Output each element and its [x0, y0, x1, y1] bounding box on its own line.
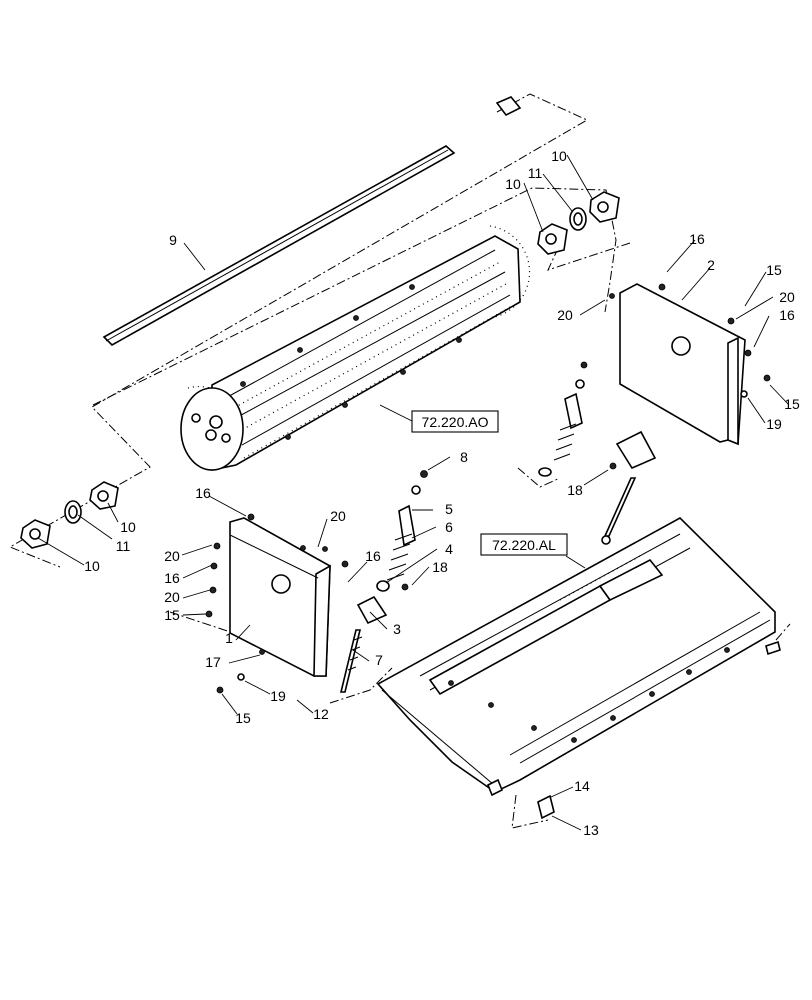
- side-plate-right: [609, 283, 771, 446]
- callout-19: 19: [766, 416, 782, 432]
- callout-15: 15: [784, 396, 800, 412]
- callout-13: 13: [583, 822, 599, 838]
- callout-20: 20: [330, 508, 346, 524]
- callout-16: 16: [689, 231, 705, 247]
- callout-18: 18: [432, 559, 448, 575]
- callout-20: 20: [164, 548, 180, 564]
- callout-14: 14: [574, 778, 590, 794]
- callout-9: 9: [169, 232, 177, 248]
- callout-10: 10: [551, 148, 567, 164]
- callout-20: 20: [779, 289, 795, 305]
- callout-7: 7: [375, 652, 383, 668]
- callout-10: 10: [505, 176, 521, 192]
- callout-1: 1: [225, 630, 233, 646]
- leader-lines: [37, 154, 789, 831]
- reference-label-al: 72.220.AL: [492, 537, 556, 553]
- callout-6: 6: [445, 519, 453, 535]
- callout-20: 20: [557, 307, 573, 323]
- callout-16: 16: [195, 485, 211, 501]
- shaft-part-9: [102, 96, 522, 346]
- spring-assembly-left: [339, 470, 428, 693]
- callout-16: 16: [365, 548, 381, 564]
- bearing-right: [537, 191, 620, 255]
- assembly-lines: [8, 93, 791, 829]
- reference-72-220-ao[interactable]: 72.220.AO: [379, 404, 499, 433]
- callout-12: 12: [313, 706, 329, 722]
- callout-15: 15: [235, 710, 251, 726]
- callout-3: 3: [393, 621, 401, 637]
- reference-72-220-al[interactable]: 72.220.AL: [480, 533, 586, 569]
- callout-8: 8: [460, 449, 468, 465]
- drum-assembly: [180, 225, 531, 471]
- spring-assembly-right: [538, 361, 657, 545]
- callout-18: 18: [567, 482, 583, 498]
- callout-4: 4: [445, 541, 453, 557]
- callout-20: 20: [164, 589, 180, 605]
- side-plate-left: [205, 513, 349, 694]
- callout-11: 11: [116, 538, 131, 554]
- callout-11: 11: [528, 165, 543, 181]
- reference-label-ao: 72.220.AO: [422, 414, 489, 430]
- callout-5: 5: [445, 501, 453, 517]
- callout-10: 10: [120, 519, 136, 535]
- callout-15: 15: [766, 262, 782, 278]
- callout-17: 17: [205, 654, 221, 670]
- bearing-left: [20, 481, 119, 549]
- pan-assembly: [376, 517, 781, 820]
- callout-15: 15: [164, 607, 180, 623]
- callout-16: 16: [779, 307, 795, 323]
- callout-10: 10: [84, 558, 100, 574]
- callout-2: 2: [707, 257, 715, 273]
- callout-19: 19: [270, 688, 286, 704]
- callouts: 9 10 11 10 16 2 15 20 16 20 15 19 8 18 1…: [84, 148, 800, 838]
- callout-16: 16: [164, 570, 180, 586]
